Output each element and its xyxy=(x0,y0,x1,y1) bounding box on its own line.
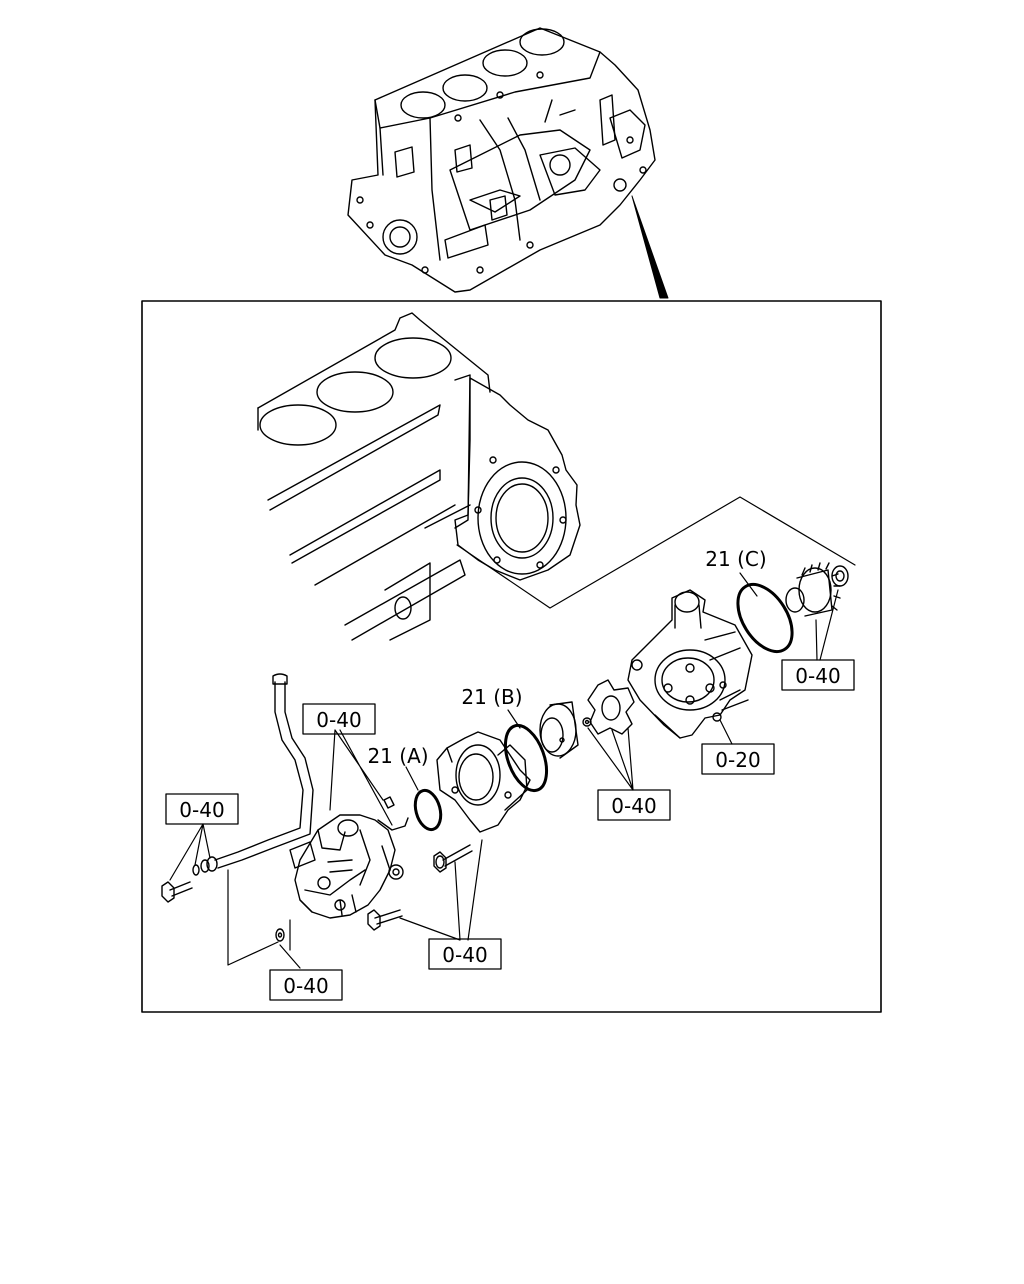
callout-21b: 21 (B) xyxy=(461,685,522,709)
o-ring-a xyxy=(413,788,443,832)
engine-block-overview xyxy=(347,27,656,293)
pump-bracket xyxy=(436,731,531,833)
vacuum-pump xyxy=(627,589,753,739)
drive-gear xyxy=(785,562,849,617)
svg-text:0-40: 0-40 xyxy=(179,798,224,822)
coupling-star xyxy=(587,679,635,735)
callout-040-top-left: 0-40 xyxy=(302,703,376,735)
svg-text:21 (C): 21 (C) xyxy=(705,547,766,571)
svg-text:0-40: 0-40 xyxy=(442,943,487,967)
callout-020: 0-20 xyxy=(701,743,775,775)
o-ring-b xyxy=(503,723,549,793)
bracket-bolt xyxy=(433,844,473,873)
svg-text:0-40: 0-40 xyxy=(283,974,328,998)
pin xyxy=(383,796,395,809)
leader-wedge xyxy=(631,195,669,299)
callout-040-coupling: 0-40 xyxy=(597,789,671,821)
svg-text:21 (A): 21 (A) xyxy=(367,744,428,768)
callout-21c: 21 (C) xyxy=(705,547,766,571)
pipe-bolt xyxy=(161,864,200,903)
svg-text:0-20: 0-20 xyxy=(715,748,760,772)
callout-040-bolts: 0-40 xyxy=(428,938,502,970)
detail-frame xyxy=(141,300,882,1013)
svg-text:0-40: 0-40 xyxy=(316,708,361,732)
callout-040-gear: 0-40 xyxy=(781,659,855,691)
callout-21a: 21 (A) xyxy=(367,744,428,768)
cylinder-block-detail xyxy=(257,312,856,641)
svg-text:21 (B): 21 (B) xyxy=(461,685,522,709)
o-ring-c xyxy=(736,583,794,653)
fuel-return-pipe xyxy=(200,673,314,873)
callout-040-bottom: 0-40 xyxy=(269,969,343,1001)
leader-lines xyxy=(169,729,483,969)
svg-text:0-40: 0-40 xyxy=(795,664,840,688)
callout-040-left: 0-40 xyxy=(165,793,239,825)
pump-bolt xyxy=(367,909,403,931)
pipe-washer xyxy=(275,928,285,942)
coupling-ring xyxy=(582,717,592,727)
coupling-disc xyxy=(539,701,579,759)
svg-text:0-40: 0-40 xyxy=(611,794,656,818)
injection-pump xyxy=(289,814,409,919)
